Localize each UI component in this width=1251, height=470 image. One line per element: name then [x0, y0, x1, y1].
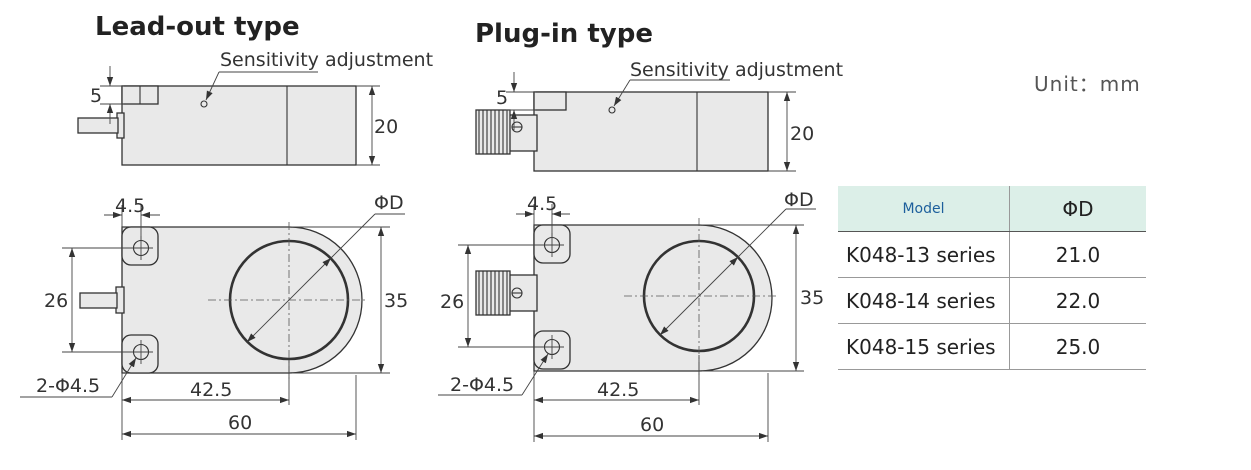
diameter-table: Model ΦD K048-13 series 21.0 K048-14 ser… — [838, 186, 1146, 370]
lead-out-top-view — [20, 205, 405, 440]
lead-out-dim-width: 35 — [384, 290, 408, 312]
plug-in-title: Plug-in type — [475, 19, 653, 49]
table-header-row: Model ΦD — [838, 186, 1146, 232]
table-cell-model: K048-14 series — [838, 277, 1010, 324]
lead-out-dim-holes: 2-Φ4.5 — [36, 375, 100, 397]
plug-in-dim-hole-offset: 4.5 — [527, 193, 557, 215]
lead-out-dim-cap: 5 — [90, 85, 102, 107]
lead-out-dim-length: 60 — [228, 412, 252, 434]
lead-out-sensitivity-label: Sensitivity adjustment — [220, 49, 433, 71]
table-cell-diameter: 21.0 — [1009, 231, 1146, 278]
table-cell-model: K048-15 series — [838, 323, 1010, 370]
plug-in-dim-cap: 5 — [496, 87, 508, 109]
plug-in-sensitivity-label: Sensitivity adjustment — [630, 59, 843, 81]
lead-out-dim-diameter: ΦD — [374, 192, 404, 214]
plug-in-top-view — [438, 204, 816, 442]
plug-in-dim-hole-to-center: 42.5 — [597, 379, 639, 401]
table-row: K048-13 series 21.0 — [838, 231, 1146, 278]
plug-in-dim-width: 35 — [800, 287, 824, 309]
table-header-diameter: ΦD — [1009, 186, 1146, 232]
table-cell-model: K048-13 series — [838, 231, 1010, 278]
plug-in-dim-height: 20 — [790, 123, 814, 145]
table-cell-diameter: 25.0 — [1009, 323, 1146, 370]
plug-in-dim-length: 60 — [640, 414, 664, 436]
plug-in-side-view — [475, 72, 796, 172]
plug-in-dim-hole-spacing: 26 — [440, 291, 464, 313]
lead-out-dim-hole-to-center: 42.5 — [190, 379, 232, 401]
lead-out-dim-hole-spacing: 26 — [44, 290, 68, 312]
plug-in-dim-holes: 2-Φ4.5 — [450, 374, 514, 396]
lead-out-dim-height: 20 — [374, 116, 398, 138]
plug-in-dim-diameter: ΦD — [784, 189, 814, 211]
lead-out-title: Lead-out type — [95, 12, 300, 42]
table-row: K048-15 series 25.0 — [838, 323, 1146, 370]
lead-out-dim-hole-offset: 4.5 — [115, 195, 145, 217]
table-row: K048-14 series 22.0 — [838, 277, 1146, 324]
table-header-model: Model — [838, 186, 1010, 232]
unit-label: Unit：mm — [1034, 72, 1141, 96]
table-cell-diameter: 22.0 — [1009, 277, 1146, 324]
lead-out-side-view — [77, 66, 380, 166]
